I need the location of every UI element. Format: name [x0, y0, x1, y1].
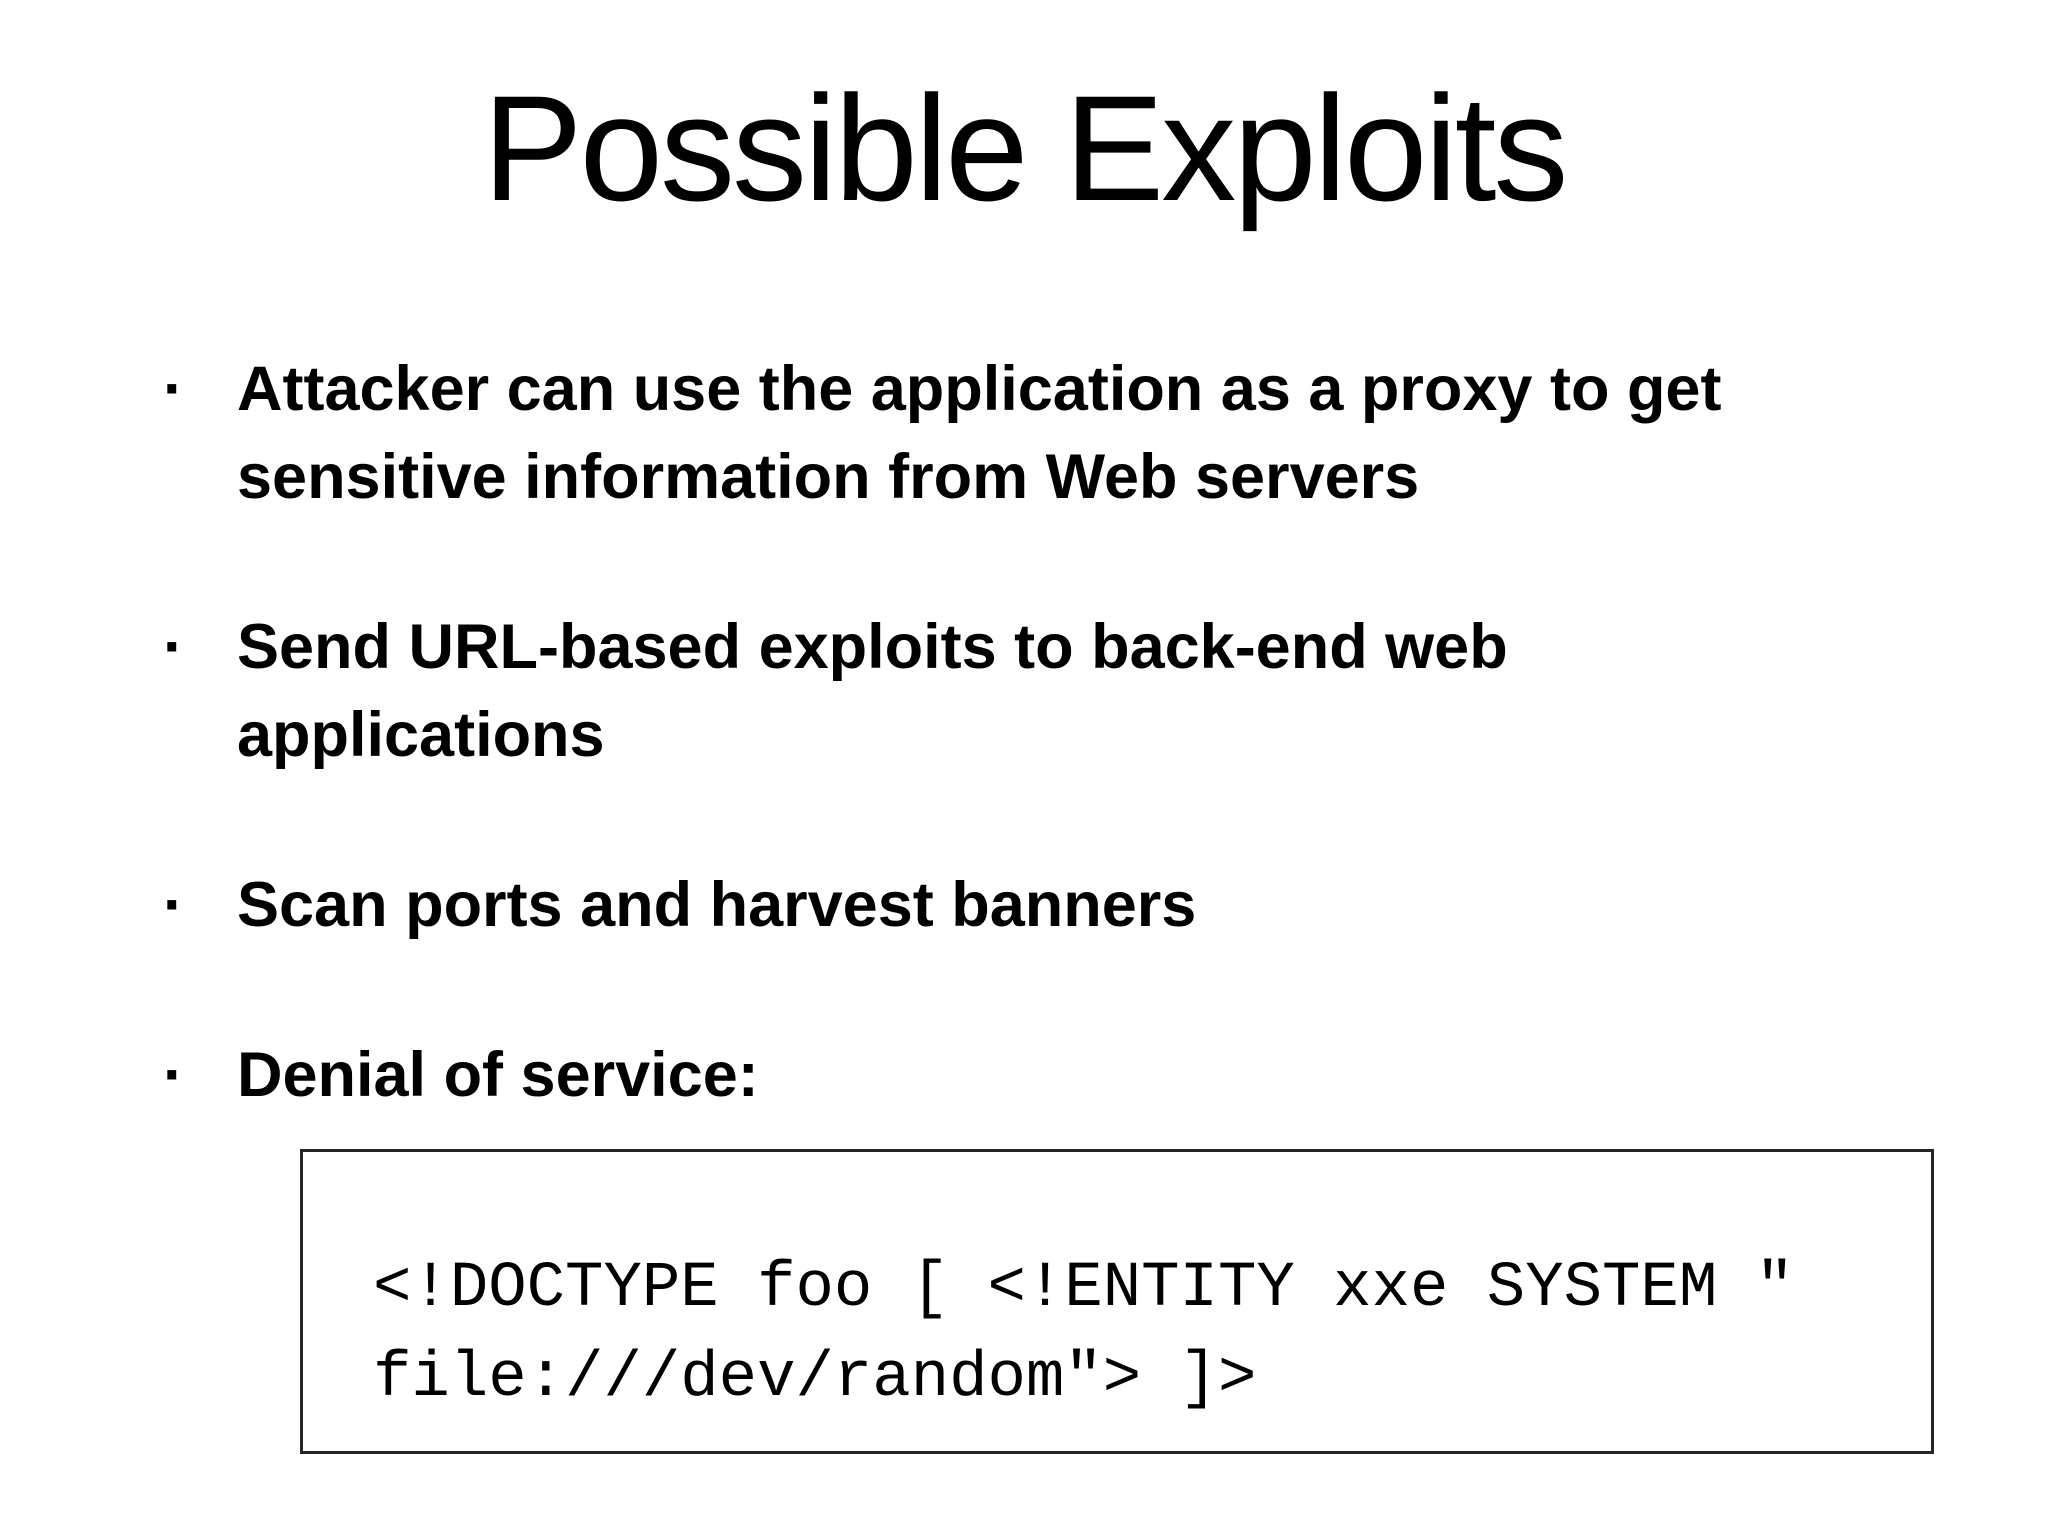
bullet-text: Attacker can use the application as a pr… [237, 353, 1722, 512]
bullet-text: Denial of service: [237, 1039, 759, 1110]
bullet-item: · Denial of service: [163, 1031, 2048, 1119]
code-line: <!DOCTYPE foo [ <!ENTITY xxe SYSTEM " [373, 1252, 1795, 1325]
bullet-marker: · [163, 1039, 184, 1110]
code-line: file:///dev/random"> ]> [373, 1342, 1257, 1415]
slide-title: Possible Exploits [482, 64, 1569, 232]
bullet-item: · Scan ports and harvest banners [163, 861, 2048, 949]
code-snippet-box: <!DOCTYPE foo [ <!ENTITY xxe SYSTEM " fi… [300, 1148, 1934, 1454]
bullet-item: · Send URL-based exploits to back-end we… [163, 603, 2048, 779]
bullet-marker: · [163, 611, 184, 682]
bullet-marker: · [163, 353, 184, 424]
bullet-item: · Attacker can use the application as a … [163, 345, 2048, 521]
bullet-list: · Attacker can use the application as a … [0, 345, 2048, 1119]
bullet-text: Send URL-based exploits to back-end web … [237, 611, 1508, 770]
bullet-marker: · [163, 869, 184, 940]
bullet-text: Scan ports and harvest banners [237, 869, 1197, 940]
